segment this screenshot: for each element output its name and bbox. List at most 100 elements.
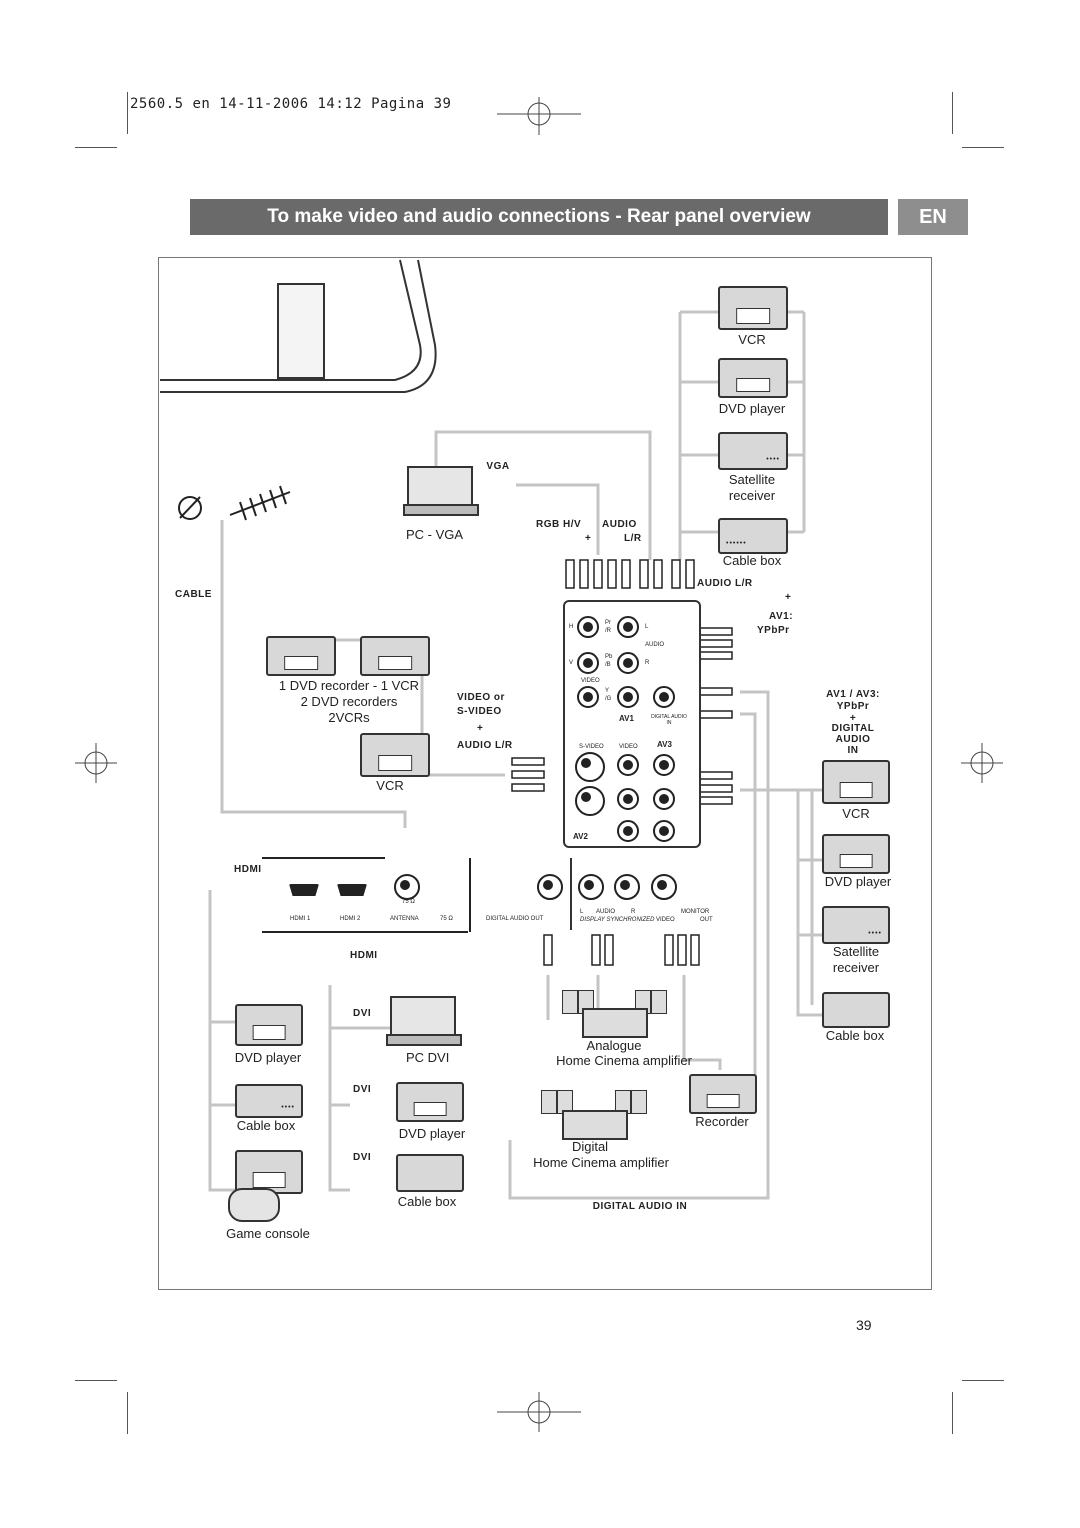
monitor-video-out-port — [651, 874, 677, 900]
vcr-label-left: VCR — [376, 778, 404, 793]
cable-label: CABLE — [175, 589, 212, 600]
hdmi-2-label: HDMI 2 — [340, 916, 361, 922]
cable-box-label-top: Cable box — [722, 553, 782, 568]
dvd-player-label-top: DVD player — [718, 401, 786, 416]
audio-jack-av2 — [617, 788, 639, 810]
game-console-device — [235, 1150, 303, 1194]
hdmi-1-port — [289, 884, 319, 896]
audio-right-label: AUDIO — [835, 734, 871, 745]
digital-audio-out-port — [537, 874, 563, 900]
hdmi-1-label: HDMI 1 — [290, 916, 311, 922]
crop-mark — [127, 92, 128, 134]
av3-pr-jack — [653, 754, 675, 776]
in-label: IN — [847, 745, 859, 756]
ypbpr-right-label: YPbPr — [836, 701, 870, 712]
cable-box-device-top: •••••• — [718, 518, 788, 554]
panel-digital-audio-in-label: DIGITAL AUDIO IN — [651, 714, 687, 726]
audio-r-jack-av2 — [617, 820, 639, 842]
dvi-label-2: DVI — [353, 1084, 372, 1095]
language-label: EN — [919, 205, 947, 228]
satellite-receiver-device-top: •••• — [718, 432, 788, 470]
digital-hc-label: Digital — [571, 1139, 609, 1154]
diagram-frame — [158, 257, 932, 1290]
dvd-recorder-device-2 — [360, 636, 430, 676]
audio-lr-label-top: L/R — [624, 533, 642, 544]
recorder-label: Recorder — [695, 1114, 749, 1129]
audio-r-out-port — [614, 874, 640, 900]
cable-box-label-bl: Cable box — [236, 1118, 296, 1133]
panel-audio-label: AUDIO — [645, 642, 665, 648]
antenna-label: ANTENNA — [390, 916, 419, 922]
panel-b-label: /B — [605, 662, 611, 668]
panel-l-label: L — [645, 624, 649, 630]
audio-lr-right-label: AUDIO L/R — [697, 578, 753, 589]
speaker-icon — [541, 1090, 557, 1114]
satellite-receiver-device-right: •••• — [822, 906, 890, 944]
dvd-player-label-bl: DVD player — [234, 1050, 302, 1065]
cable-box-device-bl: •••• — [235, 1084, 303, 1118]
vcr-label-top: VCR — [738, 332, 766, 347]
panel-av2-label: AV2 — [573, 832, 588, 841]
vcr-label-right: VCR — [842, 806, 870, 821]
title-bar: To make video and audio connections - Re… — [190, 199, 888, 235]
crop-mark — [952, 1392, 953, 1434]
game-console-label: Game console — [226, 1226, 310, 1241]
ypbpr-label: YPbPr — [757, 625, 790, 636]
crop-mark — [952, 92, 953, 134]
s-video-label: S-VIDEO — [457, 706, 502, 717]
vcr-device-top — [718, 286, 788, 330]
rgb-hv-label: RGB H/V — [536, 519, 582, 530]
panel-video-label-2: VIDEO — [619, 744, 638, 750]
vga-label: VGA — [486, 461, 510, 472]
recorder-device — [689, 1074, 757, 1114]
dvd-player-label-bm: DVD player — [398, 1126, 466, 1141]
dvd-player-device-top — [718, 358, 788, 398]
pr-jack — [577, 616, 599, 638]
speaker-icon — [651, 990, 667, 1014]
audio-lr-plus-right: + — [785, 592, 792, 603]
out-label: OUT — [700, 917, 713, 923]
dvi-label-3: DVI — [353, 1152, 372, 1163]
side-connection-panel: H Pr /R L AUDIO V Pb /B R VIDEO Y /G AV1… — [563, 600, 701, 848]
cable-box-device-bm — [396, 1154, 464, 1192]
panel-r-label: R — [645, 660, 650, 666]
panel-r1-label: /R — [605, 628, 611, 634]
panel-svideo-label: S-VIDEO — [579, 744, 604, 750]
crop-mark — [962, 1380, 1004, 1381]
language-badge: EN — [898, 199, 968, 235]
panel-g-label: /G — [605, 696, 612, 702]
cable-box-label-right: Cable box — [825, 1028, 885, 1043]
pb-jack — [577, 652, 599, 674]
audio-label-top: AUDIO — [602, 519, 637, 530]
pc-dvi-label: PC DVI — [406, 1050, 450, 1065]
monitor-label: MONITOR — [681, 909, 710, 915]
hdmi-2-port — [337, 884, 367, 896]
dvd-player-device-bl — [235, 1004, 303, 1046]
panel-av1-label: AV1 — [619, 714, 634, 723]
satellite-label-right-2: receiver — [832, 960, 880, 975]
audio-r-label: R — [631, 909, 636, 915]
av1-label: AV1: — [769, 611, 794, 622]
analogue-label: Analogue — [586, 1038, 642, 1053]
plus-label-left: + — [477, 723, 484, 734]
antenna-port — [394, 874, 420, 900]
av1-av3-label: AV1 / AV3: — [826, 689, 880, 700]
print-header: 2560.5 en 14-11-2006 14:12 Pagina 39 — [130, 96, 452, 112]
panel-video-label: VIDEO — [581, 678, 600, 684]
speaker-icon — [562, 990, 578, 1014]
dvd-recorder-line-1: 1 DVD recorder - 1 VCR — [278, 678, 420, 693]
audio-lr-left-label: AUDIO L/R — [457, 740, 513, 751]
dvd-player-device-bm — [396, 1082, 464, 1122]
r-jack — [617, 652, 639, 674]
laptop-icon-dvi — [386, 996, 462, 1046]
gamepad-icon — [228, 1188, 280, 1222]
speaker-icon — [631, 1090, 647, 1114]
dvd-recorder-device-1 — [266, 636, 336, 676]
home-cinema-label-2: Home Cinema amplifier — [533, 1155, 669, 1170]
svideo-jack-2 — [575, 786, 605, 816]
tv-rear-panel — [277, 283, 325, 379]
dvd-recorder-line-2: 2 DVD recorders — [300, 694, 398, 709]
vcr-device-left — [360, 733, 430, 777]
video-jack-2 — [617, 754, 639, 776]
